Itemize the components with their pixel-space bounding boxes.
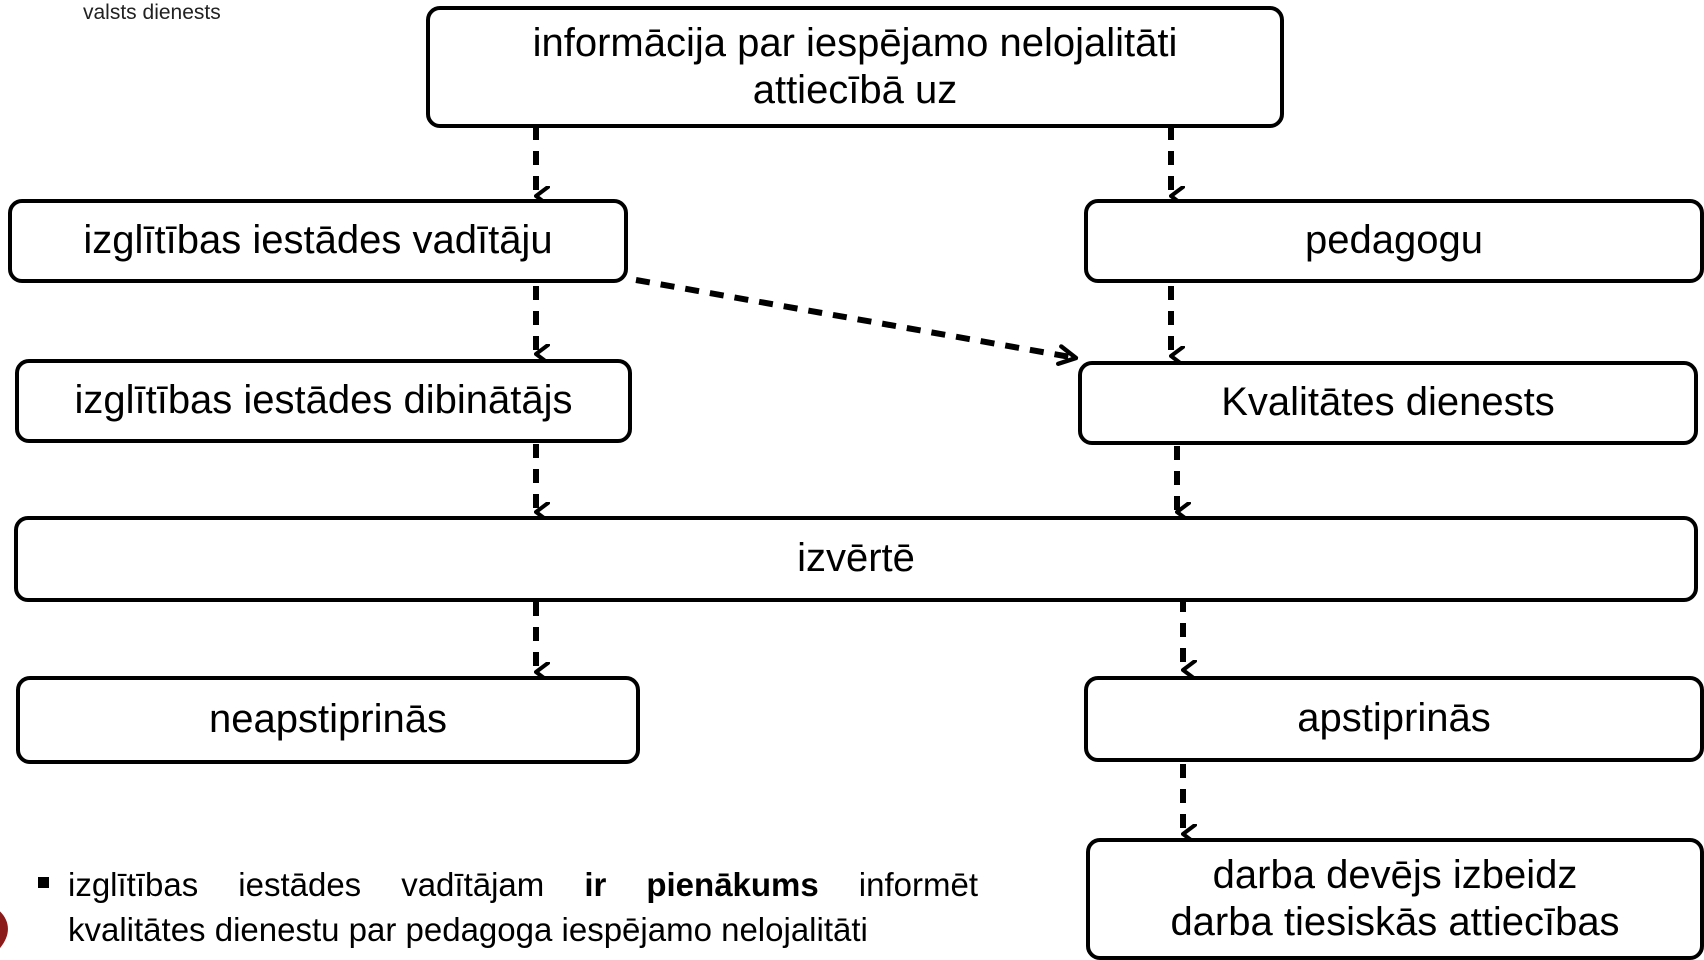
- node-evaluates-label: izvērtē: [797, 536, 915, 581]
- node-confirmed-label: apstiprinās: [1297, 696, 1491, 741]
- node-school-head: izglītības iestādes vadītāju: [8, 199, 628, 283]
- duty-note: izglītības iestādes vadītājam ir pienāku…: [38, 862, 978, 952]
- node-not-confirmed-label: neapstiprinās: [209, 697, 447, 742]
- duty-note-line1: izglītības iestādes vadītājam ir pienāku…: [68, 862, 978, 907]
- node-employment-terminated-line1: darba devējs izbeidz: [1212, 852, 1578, 897]
- node-information-line2: attiecībā uz: [752, 68, 958, 112]
- node-information: informācija par iespējamo nelojalitāti a…: [426, 6, 1284, 128]
- logo-fragment-icon: [0, 911, 8, 948]
- node-information-line1: informācija par iespējamo nelojalitāti: [532, 20, 1178, 65]
- node-school-head-label: izglītības iestādes vadītāju: [83, 218, 553, 263]
- square-bullet-icon: [38, 877, 49, 888]
- node-school-founder: izglītības iestādes dibinātājs: [15, 359, 632, 443]
- node-teacher: pedagogu: [1084, 199, 1704, 283]
- duty-note-line2: kvalitātes dienestu par pedagoga iespēja…: [68, 911, 868, 948]
- node-employment-terminated: darba devējs izbeidz darba tiesiskās att…: [1086, 838, 1704, 960]
- node-teacher-label: pedagogu: [1305, 218, 1483, 263]
- duty-note-part1: izglītības iestādes vadītājam: [68, 866, 585, 903]
- node-quality-service: Kvalitātes dienests: [1078, 361, 1698, 445]
- node-school-founder-label: izglītības iestādes dibinātājs: [74, 378, 573, 423]
- node-employment-terminated-line2: darba tiesiskās attiecības: [1170, 900, 1620, 944]
- duty-note-part2: informēt: [818, 866, 979, 903]
- duty-note-bold: ir pienākums: [584, 866, 819, 903]
- node-confirmed: apstiprinās: [1084, 676, 1704, 762]
- organization-name: valsts dienests: [83, 1, 221, 24]
- node-quality-service-label: Kvalitātes dienests: [1221, 380, 1555, 425]
- arrow-left1-to-right2-diagonal: [635, 277, 1079, 366]
- node-not-confirmed: neapstiprinās: [16, 676, 640, 764]
- node-evaluates: izvērtē: [14, 516, 1698, 602]
